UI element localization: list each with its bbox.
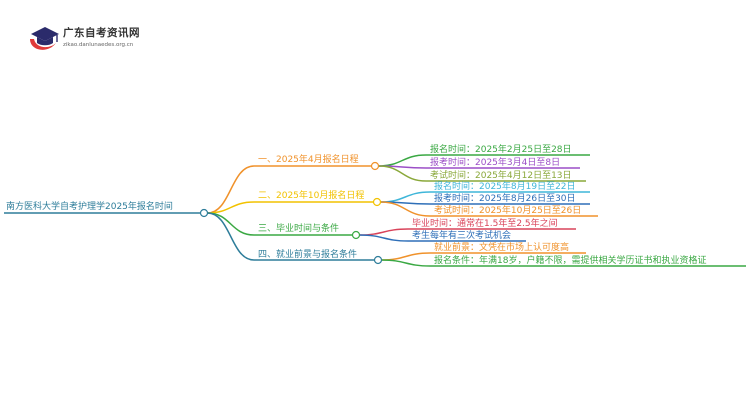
leaf-label: 考试时间：2025年10月25日至26日 (434, 204, 581, 216)
branch-4: 四、就业前景与报名条件 就业前景：文凭在市场上认可度高 报名条件：年满18岁，户… (254, 241, 746, 267)
logo-title: 广东自考资讯网 (63, 27, 140, 39)
leaf-connector (381, 252, 431, 261)
root-label: 南方医科大学自考护理学2025年报名时间 (6, 200, 173, 212)
leaf-connector (381, 259, 431, 267)
leaf-connector (359, 228, 409, 236)
branch-label: 四、就业前景与报名条件 (258, 248, 357, 260)
branch-collapse-toggle[interactable] (373, 255, 383, 265)
graduation-cap-icon (30, 27, 59, 50)
branch-3: 三、毕业时间与条件 毕业时间：通常在1.5年至2.5年之间 考生每年有三次考试机… (254, 217, 576, 242)
leaf-connector (359, 234, 409, 242)
leaf-label: 就业前景：文凭在市场上认可度高 (434, 241, 569, 253)
branch-collapse-toggle[interactable] (351, 230, 361, 240)
branch-label: 一、2025年4月报名日程 (258, 153, 359, 165)
branch-label: 二、2025年10月报名日程 (258, 189, 364, 201)
leaf-connector (378, 165, 427, 182)
leaf-connector (380, 201, 431, 217)
branch-connector (207, 212, 255, 261)
site-logo[interactable]: 广东自考资讯网 zikao.danlunaedes.org.cn (26, 22, 146, 54)
branch-connector (207, 165, 255, 214)
branch-connector (207, 212, 255, 236)
branch-collapse-toggle[interactable] (370, 161, 380, 171)
leaf-label: 报名时间：2025年2月25日至28日 (430, 143, 572, 155)
leaf-label: 报考时间：2025年3月4日至8日 (430, 156, 560, 168)
leaf-connector (378, 154, 427, 167)
leaf-label: 报名时间：2025年8月19日至22日 (434, 180, 576, 192)
root-node: 南方医科大学自考护理学2025年报名时间 (4, 200, 209, 218)
leaf-connector (380, 191, 431, 203)
leaf-label: 考试时间：2025年4月12日至13日 (430, 169, 572, 181)
leaf-label: 报考时间：2025年8月26日至30日 (434, 192, 576, 204)
branch-collapse-toggle[interactable] (372, 197, 382, 207)
leaf-label: 报名条件：年满18岁，户籍不限，需提供相关学历证书和执业资格证 (434, 254, 706, 266)
logo-url: zikao.danlunaedes.org.cn (63, 42, 134, 48)
leaf-label: 考生每年有三次考试机会 (412, 229, 511, 241)
leaf-label: 毕业时间：通常在1.5年至2.5年之间 (412, 217, 558, 229)
branch-label: 三、毕业时间与条件 (258, 222, 339, 234)
root-collapse-toggle[interactable] (199, 208, 209, 218)
branch-1: 一、2025年4月报名日程 报名时间：2025年2月25日至28日 报考时间：2… (254, 143, 590, 182)
branch-2: 二、2025年10月报名日程 报名时间：2025年8月19日至22日 报考时间：… (254, 180, 598, 217)
